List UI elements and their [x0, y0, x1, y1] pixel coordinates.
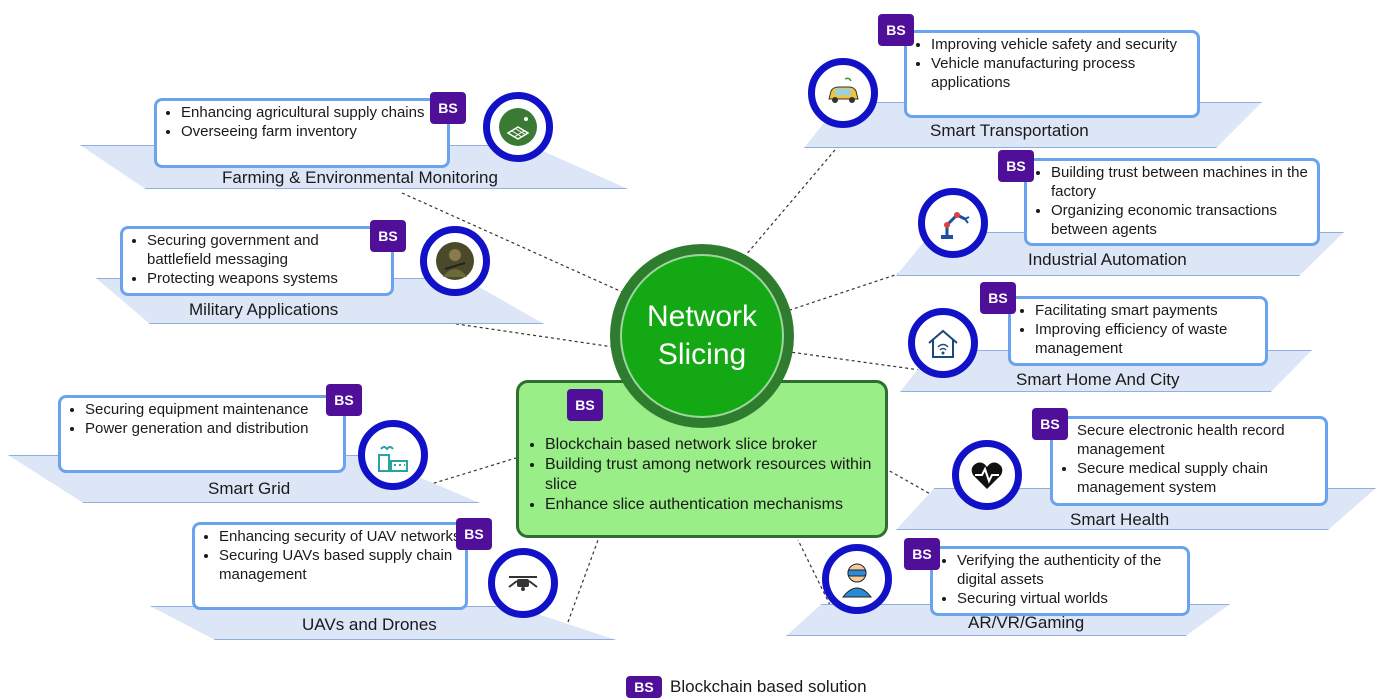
transport-card: Improving vehicle safety and security Ve… [904, 30, 1200, 118]
center-bullet: Building trust among network resources w… [545, 455, 879, 495]
uav-bs-badge: BS [456, 518, 492, 550]
connector-transport [744, 149, 836, 257]
robot-arm-icon [941, 212, 970, 239]
hub-title-line1: Network [646, 300, 758, 333]
center-bullet: Enhance slice authentication mechanisms [545, 495, 879, 515]
military-bullets: Securing government and battlefield mess… [123, 229, 391, 288]
grid-bullets: Securing equipment maintenance Power gen… [61, 398, 343, 438]
transport-bullet: Improving vehicle safety and security [931, 35, 1193, 54]
transport-title: Smart Transportation [930, 121, 1089, 140]
grid-title: Smart Grid [208, 479, 291, 498]
grid-bs-badge: BS [326, 384, 362, 416]
military-ring [420, 226, 490, 296]
transport-ring [808, 58, 878, 128]
legend-bs-badge: BS [626, 676, 662, 698]
farming-ring [483, 92, 553, 162]
military-bullet: Protecting weapons systems [147, 269, 387, 288]
industrial-bullet: Building trust between machines in the f… [1051, 163, 1313, 201]
farm-icon [499, 108, 537, 146]
grid-ring [358, 420, 428, 490]
uav-ring [488, 548, 558, 618]
grid-card: Securing equipment maintenance Power gen… [58, 395, 346, 473]
network-slicing-hub: Network Slicing [620, 254, 784, 418]
health-bullet: Secure electronic health record manageme… [1077, 421, 1321, 459]
farming-bullet: Enhancing agricultural supply chains [181, 103, 443, 122]
farming-bs-badge: BS [430, 92, 466, 124]
home-bullets: Facilitating smart payments Improving ef… [1011, 299, 1265, 358]
industrial-card: Building trust between machines in the f… [1024, 158, 1320, 246]
grid-bullet: Power generation and distribution [85, 419, 339, 438]
legend: BS Blockchain based solution [626, 676, 867, 698]
uav-bullets: Enhancing security of UAV networks Secur… [195, 525, 465, 584]
home-bs-badge: BS [980, 282, 1016, 314]
drone-icon [508, 576, 538, 591]
center-bs-badge: BS [567, 389, 603, 421]
grid-bullet: Securing equipment maintenance [85, 400, 339, 419]
industrial-ring [918, 188, 988, 258]
arvr-bullet: Securing virtual worlds [957, 589, 1183, 608]
military-title: Military Applications [189, 300, 339, 319]
soldier-icon [436, 242, 474, 280]
heart-pulse-icon [971, 462, 1003, 489]
home-bullet: Facilitating smart payments [1035, 301, 1261, 320]
arvr-title: AR/VR/Gaming [968, 613, 1085, 632]
home-bullet: Improving efficiency of waste management [1035, 320, 1261, 358]
vr-headset-icon [841, 563, 873, 598]
arvr-bullets: Verifying the authenticity of the digita… [933, 549, 1187, 608]
smart-home-icon [928, 329, 958, 358]
arvr-card: Verifying the authenticity of the digita… [930, 546, 1190, 616]
farming-bullets: Enhancing agricultural supply chains Ove… [157, 101, 447, 141]
car-icon [828, 77, 859, 103]
military-card: Securing government and battlefield mess… [120, 226, 394, 296]
farming-bullet: Overseeing farm inventory [181, 122, 443, 141]
health-ring [952, 440, 1022, 510]
hub-title-line2: Slicing [657, 338, 747, 371]
transport-bullet: Vehicle manufacturing process applicatio… [931, 54, 1193, 92]
industrial-bullet: Organizing economic transactions between… [1051, 201, 1313, 239]
military-bs-badge: BS [370, 220, 406, 252]
industrial-bullets: Building trust between machines in the f… [1027, 161, 1317, 239]
health-bs-badge: BS [1032, 408, 1068, 440]
health-bullets: Secure electronic health record manageme… [1053, 419, 1325, 497]
uav-bullet: Securing UAVs based supply chain managem… [219, 546, 461, 584]
connector-farming [401, 192, 641, 301]
health-card: Secure electronic health record manageme… [1050, 416, 1328, 506]
connector-home [789, 351, 921, 371]
connector-military [449, 322, 621, 349]
industrial-bs-badge: BS [998, 150, 1034, 182]
uav-bullet: Enhancing security of UAV networks [219, 527, 461, 546]
health-title: Smart Health [1070, 510, 1170, 529]
arvr-bs-badge: BS [904, 538, 940, 570]
home-ring [908, 308, 978, 378]
industrial-title: Industrial Automation [1028, 250, 1187, 269]
uav-card: Enhancing security of UAV networks Secur… [192, 522, 468, 610]
home-card: Facilitating smart payments Improving ef… [1008, 296, 1268, 366]
uav-title: UAVs and Drones [302, 615, 437, 634]
center-bullets: Blockchain based network slice broker Bu… [519, 435, 885, 515]
connector-grid [427, 457, 517, 486]
health-bullet: Secure medical supply chain management s… [1077, 459, 1321, 497]
home-title: Smart Home And City [1016, 370, 1180, 389]
legend-label: Blockchain based solution [670, 677, 867, 696]
center-bullet: Blockchain based network slice broker [545, 435, 879, 455]
military-bullet: Securing government and battlefield mess… [147, 231, 387, 269]
arvr-ring [822, 544, 892, 614]
farming-title: Farming & Environmental Monitoring [222, 168, 498, 187]
connector-uav [567, 539, 599, 623]
transport-bullets: Improving vehicle safety and security Ve… [907, 33, 1197, 92]
transport-bs-badge: BS [878, 14, 914, 46]
power-plant-icon [378, 446, 408, 472]
farming-card: Enhancing agricultural supply chains Ove… [154, 98, 450, 168]
arvr-bullet: Verifying the authenticity of the digita… [957, 551, 1183, 589]
